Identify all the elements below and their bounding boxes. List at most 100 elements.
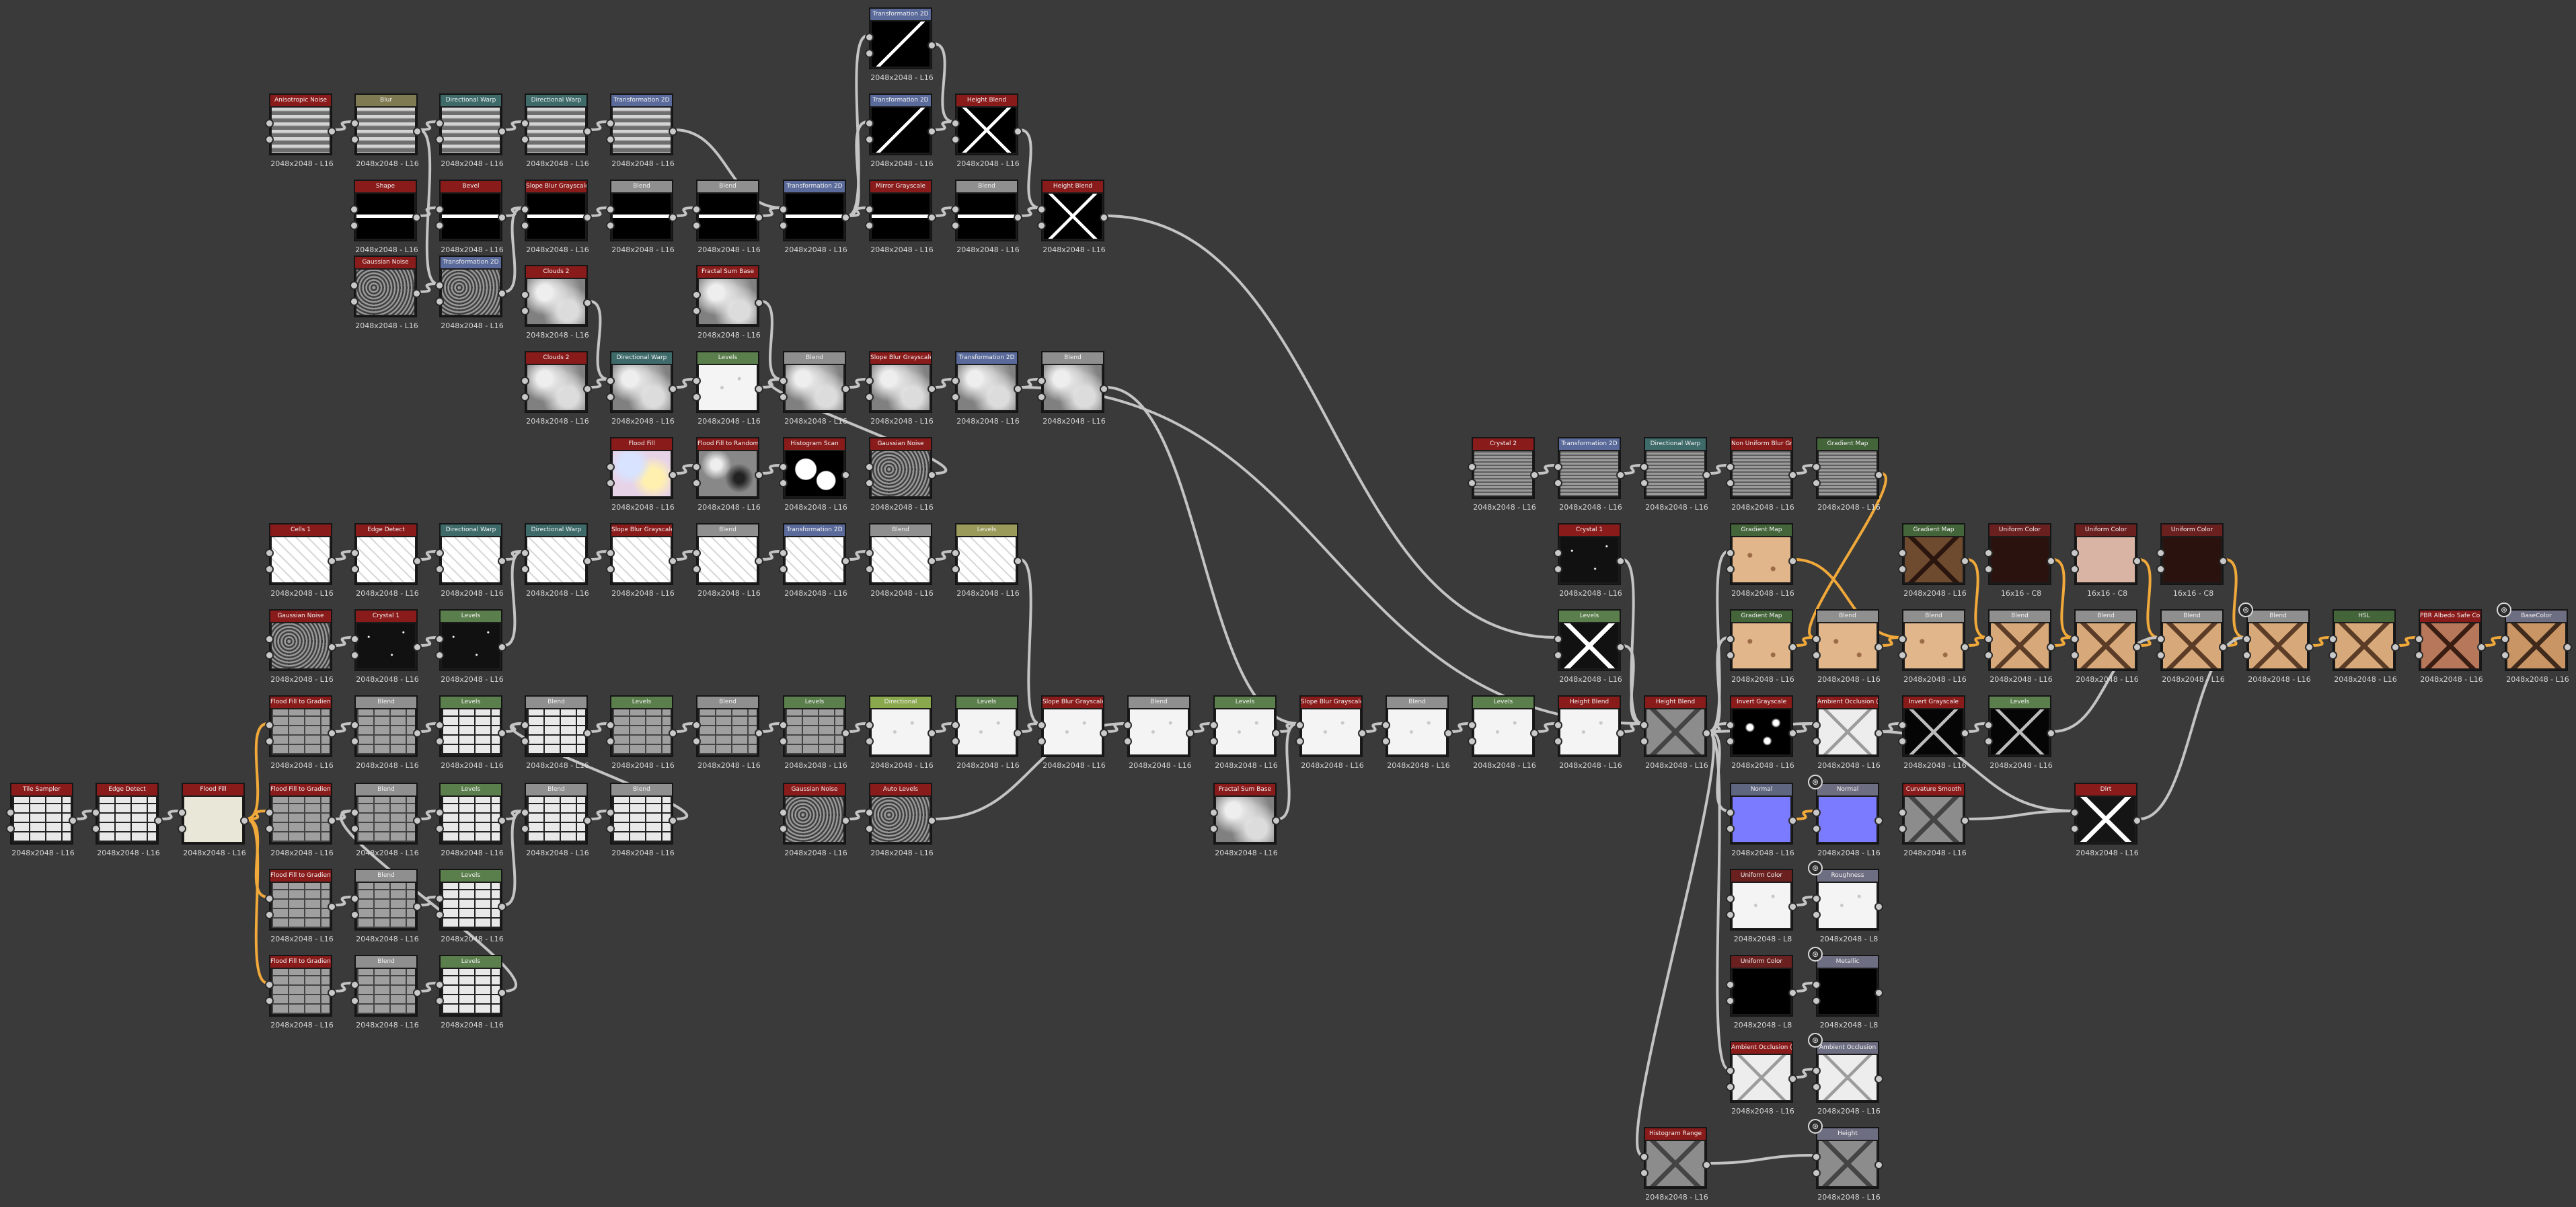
connection-wire[interactable] <box>847 378 868 389</box>
input-port[interactable] <box>1898 565 1907 574</box>
input-port[interactable] <box>1381 737 1390 746</box>
input-port[interactable] <box>1726 894 1735 903</box>
output-port[interactable] <box>1874 1161 1883 1169</box>
input-port[interactable] <box>435 281 444 290</box>
connection-wire[interactable] <box>1536 464 1557 475</box>
connection-wire[interactable] <box>2224 558 2246 639</box>
input-port[interactable] <box>2328 635 2337 644</box>
input-port[interactable] <box>865 377 874 385</box>
output-port[interactable] <box>1961 729 1969 738</box>
connection-wire[interactable] <box>159 810 181 820</box>
connection-wire[interactable] <box>1966 636 1987 647</box>
input-port[interactable] <box>2415 651 2423 660</box>
input-port[interactable] <box>435 808 444 817</box>
input-port[interactable] <box>1898 635 1907 644</box>
connection-wire[interactable] <box>760 206 782 217</box>
output-port[interactable] <box>1788 1075 1797 1083</box>
input-port[interactable] <box>692 205 701 214</box>
output-port[interactable] <box>413 729 422 738</box>
connection-wire[interactable] <box>1708 636 1729 733</box>
output-port[interactable] <box>755 729 763 738</box>
input-port[interactable] <box>1898 808 1907 817</box>
output-port[interactable] <box>1874 729 1883 738</box>
input-port[interactable] <box>435 635 444 644</box>
connection-wire[interactable] <box>1794 722 1815 733</box>
connection-wire[interactable] <box>509 722 689 820</box>
connection-wire[interactable] <box>1794 896 1815 906</box>
input-port[interactable] <box>1640 1153 1649 1161</box>
output-port[interactable] <box>583 816 592 825</box>
input-port[interactable] <box>865 205 874 214</box>
input-port[interactable] <box>350 635 359 644</box>
input-port[interactable] <box>1554 565 1562 574</box>
output-port[interactable] <box>1788 988 1797 997</box>
output-port[interactable] <box>1616 557 1625 566</box>
output-port[interactable] <box>413 557 422 566</box>
connection-wire[interactable] <box>339 810 518 992</box>
input-port[interactable] <box>521 135 529 144</box>
connection-wire[interactable] <box>1363 722 1385 733</box>
connection-wire[interactable] <box>674 464 695 475</box>
input-port[interactable] <box>265 135 274 144</box>
connection-wire[interactable] <box>503 550 524 647</box>
input-port[interactable] <box>1640 479 1649 488</box>
connection-wire[interactable] <box>1794 1068 1815 1079</box>
input-port[interactable] <box>865 565 874 574</box>
input-port[interactable] <box>779 808 788 817</box>
output-port[interactable] <box>1788 816 1797 825</box>
output-port[interactable] <box>841 471 850 479</box>
input-port[interactable] <box>350 549 359 557</box>
input-port[interactable] <box>521 307 529 315</box>
input-port[interactable] <box>779 393 788 401</box>
connection-wire[interactable] <box>589 722 609 733</box>
output-port[interactable] <box>413 643 422 652</box>
output-port[interactable] <box>1874 643 1883 652</box>
input-port[interactable] <box>1984 651 1993 660</box>
output-port[interactable] <box>841 816 850 825</box>
input-port[interactable] <box>1037 721 1046 730</box>
connection-wire[interactable] <box>933 120 954 131</box>
connection-wire[interactable] <box>333 896 354 906</box>
input-port[interactable] <box>2415 635 2423 644</box>
connection-wire[interactable] <box>589 378 609 389</box>
connection-wire[interactable] <box>1794 558 1901 639</box>
output-port[interactable] <box>927 213 936 222</box>
output-port[interactable] <box>328 902 336 911</box>
output-node-icon[interactable]: ⊛ <box>2238 602 2253 617</box>
output-port[interactable] <box>583 299 592 307</box>
input-port[interactable] <box>435 980 444 989</box>
input-port[interactable] <box>1984 565 1993 574</box>
output-port[interactable] <box>1530 471 1539 479</box>
output-port[interactable] <box>1874 471 1883 479</box>
output-port[interactable] <box>498 643 506 652</box>
input-port[interactable] <box>606 377 615 385</box>
input-port[interactable] <box>2070 565 2079 574</box>
connection-wire[interactable] <box>933 550 954 561</box>
input-port[interactable] <box>1037 737 1046 746</box>
connection-wire[interactable] <box>503 120 524 131</box>
input-port[interactable] <box>2070 549 2079 557</box>
input-port[interactable] <box>606 549 615 557</box>
input-port[interactable] <box>1984 635 1993 644</box>
input-port[interactable] <box>350 205 358 214</box>
output-port[interactable] <box>669 471 677 479</box>
input-port[interactable] <box>521 565 529 574</box>
input-port[interactable] <box>779 221 788 230</box>
input-port[interactable] <box>692 565 701 574</box>
